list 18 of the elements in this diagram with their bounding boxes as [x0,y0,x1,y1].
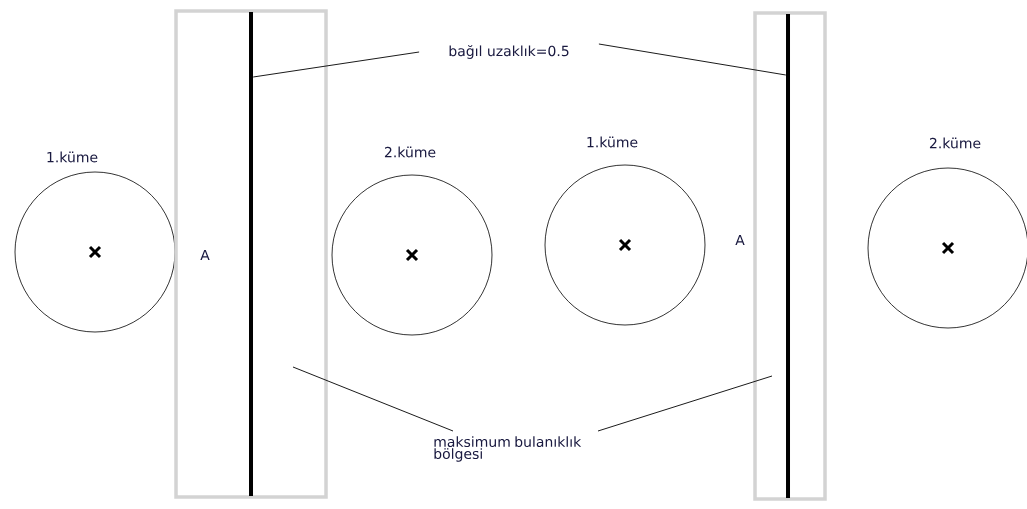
leader-line [292,366,454,432]
region-label: A [200,249,210,261]
cluster-circle [14,171,176,333]
leader-line [252,51,420,78]
callout-text: bağıl uzaklık=0.5 [449,45,569,59]
region-label: A [735,234,745,246]
cluster-circle [331,174,493,336]
cluster-circle [544,164,706,326]
cluster-label: 1.küme [47,151,98,163]
cluster-label: 2.küme [384,146,436,158]
cluster-label: 1.küme [587,136,638,148]
leader-line [598,43,787,76]
region-band [174,9,328,499]
region-band [753,11,827,501]
leader-line [597,375,773,432]
cluster-label: 2.küme [929,137,981,149]
cluster-circle [867,167,1027,329]
callout-text: maksimum bulanıklık bölgesi [434,436,582,462]
